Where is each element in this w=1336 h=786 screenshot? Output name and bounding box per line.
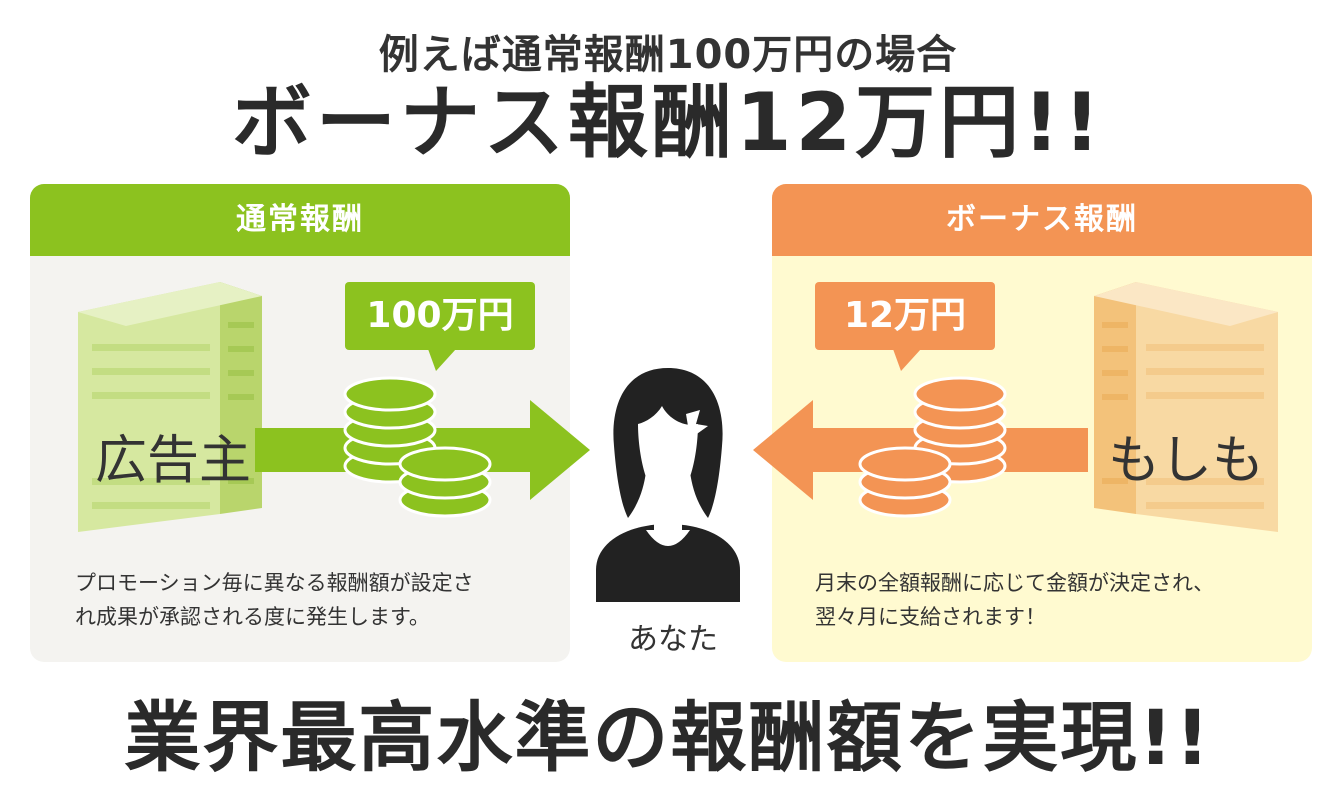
moshimo-label: もしも <box>1108 431 1265 491</box>
headline-wrap: ボーナス報酬12万円!! <box>0 78 1336 168</box>
bubble-tail-green-icon <box>428 349 456 371</box>
coin-stack-orange-icon <box>858 376 1007 518</box>
coin-stack-green-icon <box>343 376 492 518</box>
subtitle: 例えば通常報酬100万円の場合 <box>378 32 958 78</box>
bonus-description-line1: 月末の全額報酬に応じて金額が決定され、 <box>815 571 1215 595</box>
normal-description-line1: プロモーション毎に異なる報酬額が設定さ <box>75 571 474 595</box>
normal-reward-title: 通常報酬 <box>30 184 570 256</box>
headline-text: ボーナス報酬12万円!! <box>231 76 1105 169</box>
you-label: あなた <box>628 622 718 657</box>
bubble-tail-orange-icon <box>893 349 921 371</box>
advertiser-label: 広告主 <box>95 431 252 491</box>
moshimo-building-icon <box>1094 282 1278 532</box>
normal-amount-bubble: 100万円 <box>345 282 535 350</box>
bonus-description-line2: 翌々月に支給されます！ <box>815 605 1046 629</box>
bonus-amount-bubble: 12万円 <box>815 282 995 350</box>
normal-reward-description: プロモーション毎に異なる報酬額が設定さ れ成果が承認される度に発生します。 <box>75 566 474 634</box>
headline: ボーナス報酬12万円!! <box>219 76 1117 169</box>
advertiser-building-icon <box>78 282 262 532</box>
normal-description-line2: れ成果が承認される度に発生します。 <box>75 605 430 629</box>
bonus-reward-panel: ボーナス報酬 <box>772 184 1312 662</box>
bonus-reward-title: ボーナス報酬 <box>772 184 1312 256</box>
footer-tagline: 業界最高水準の報酬額を実現!! <box>124 693 1212 782</box>
bonus-reward-description: 月末の全額報酬に応じて金額が決定され、 翌々月に支給されます！ <box>815 566 1214 634</box>
person-avatar-icon <box>596 368 740 602</box>
